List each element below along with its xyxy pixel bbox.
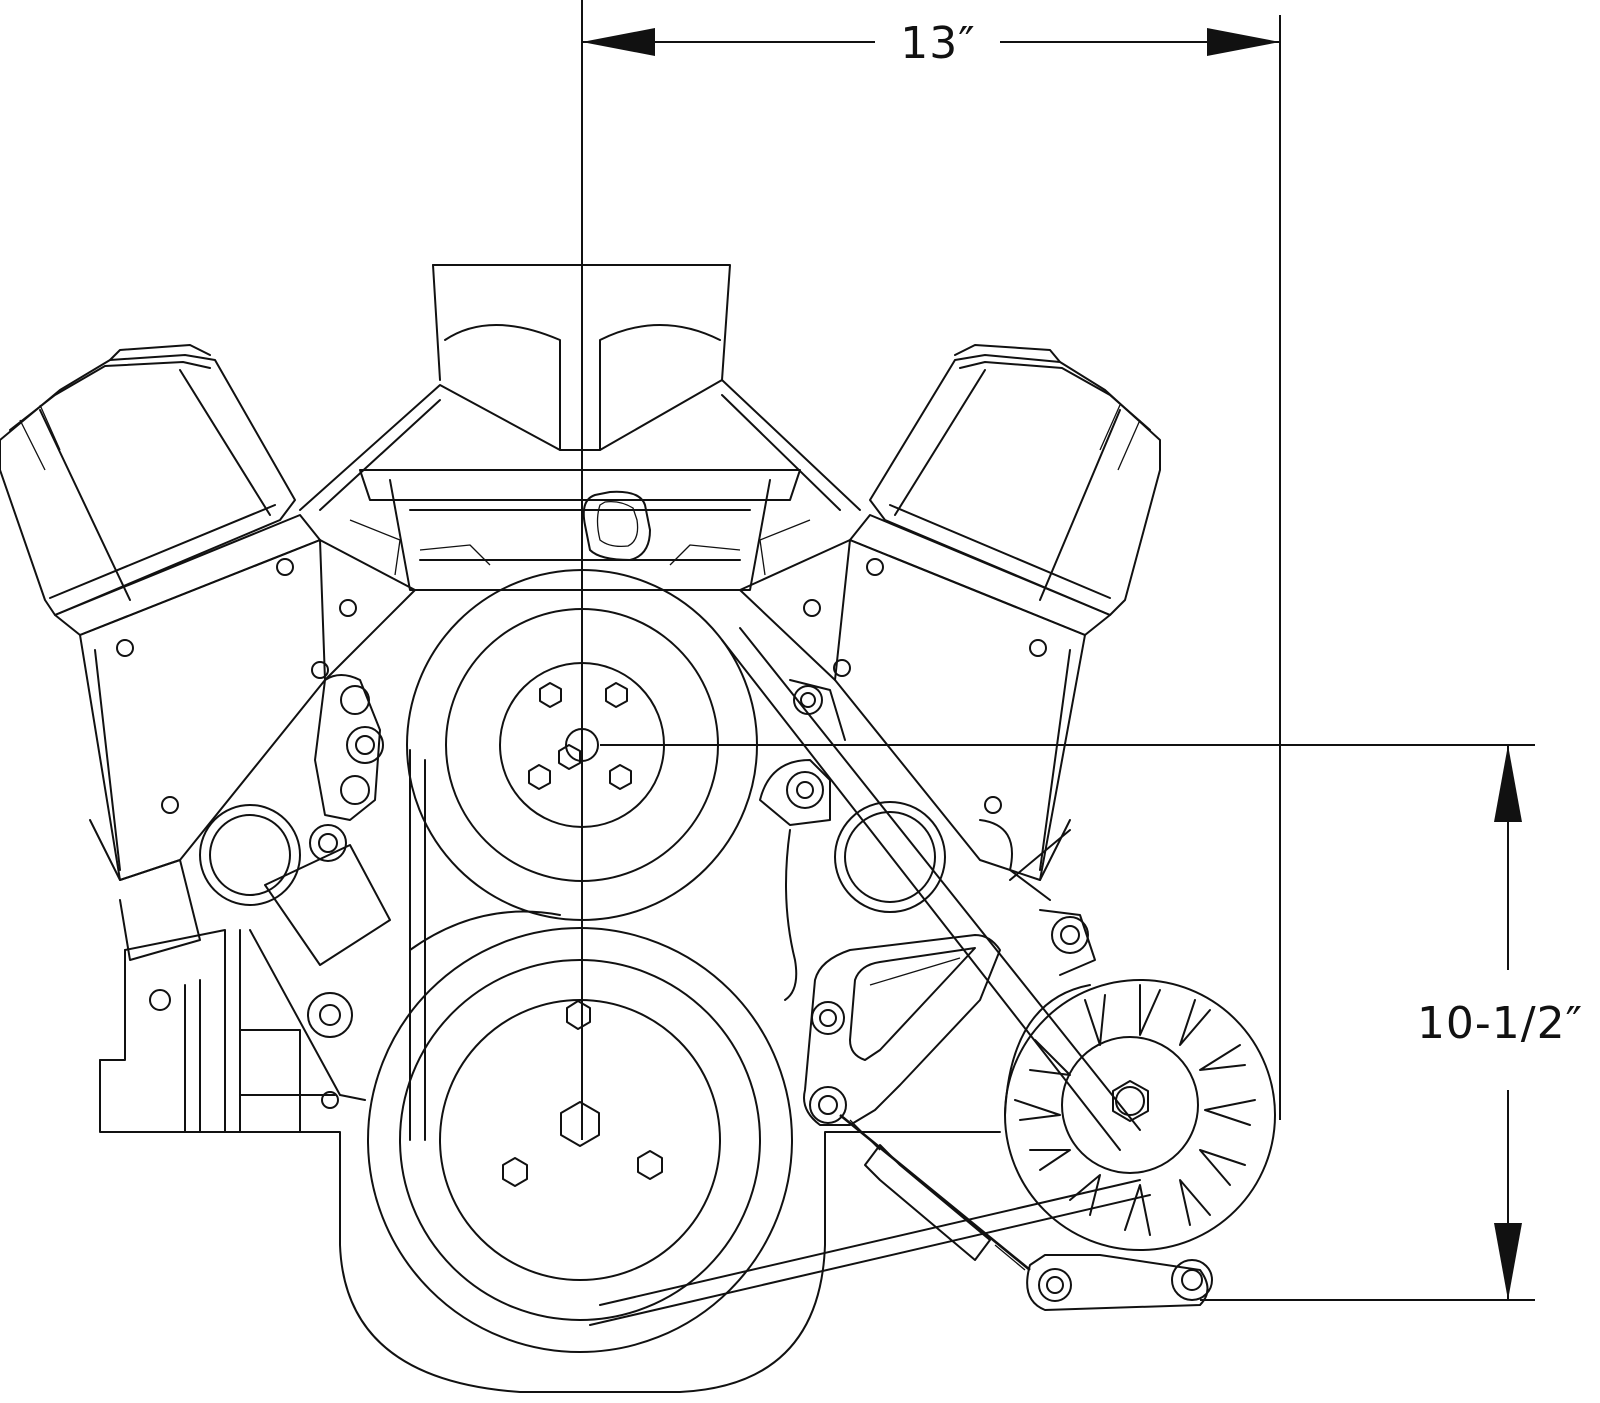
width-arrow-right bbox=[1207, 28, 1280, 56]
right-mount-bracket bbox=[759, 679, 1071, 1001]
height-dimension-label: 10-1/2″ bbox=[1417, 998, 1583, 1049]
width-arrow-left bbox=[582, 28, 655, 56]
engine-block bbox=[99, 929, 1001, 1393]
height-arrow-top bbox=[1494, 745, 1522, 822]
width-dimension-label: 13″ bbox=[900, 18, 975, 69]
alternator bbox=[1004, 979, 1276, 1251]
head-bolts bbox=[116, 558, 1047, 814]
crank-pulley bbox=[367, 910, 793, 1353]
dimension-lines bbox=[581, 0, 1535, 1301]
left-valve-cover bbox=[0, 344, 321, 636]
drive-belts bbox=[409, 627, 1151, 1326]
intake-manifold bbox=[299, 264, 861, 591]
right-valve-cover bbox=[849, 344, 1161, 636]
left-brackets bbox=[149, 674, 391, 1109]
height-arrow-bottom bbox=[1494, 1223, 1522, 1300]
alternator-bracket bbox=[803, 909, 1213, 1311]
